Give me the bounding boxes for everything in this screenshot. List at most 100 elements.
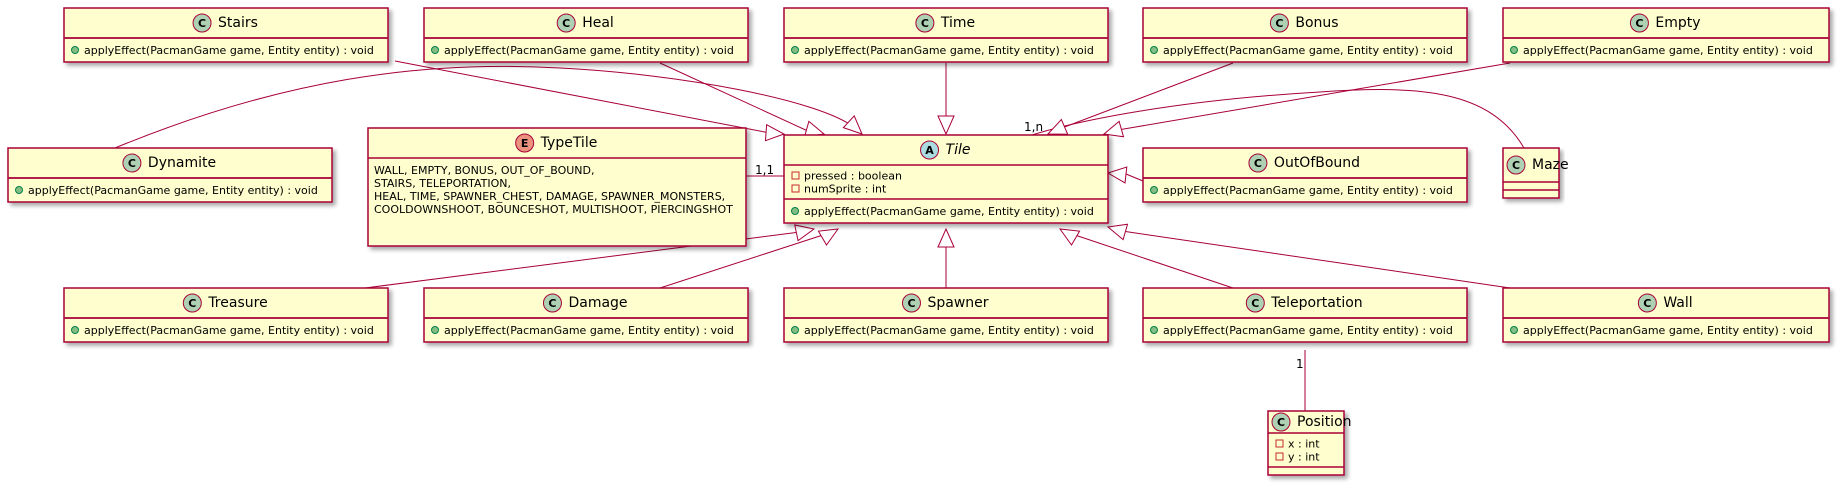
- badge-letter: C: [1254, 157, 1262, 170]
- class-box: [1502, 287, 1830, 343]
- field-text: y : int: [1288, 451, 1320, 464]
- edge-heal-tile: [659, 62, 811, 133]
- public-method-icon: [791, 207, 799, 215]
- badge-letter: C: [188, 297, 196, 310]
- arrowhead-treasure-tile: [794, 224, 816, 242]
- class-badge-icon: [1506, 155, 1526, 175]
- badge-letter: C: [1512, 159, 1520, 172]
- public-method-icon: [1150, 326, 1158, 334]
- edge-maze-tile: [1031, 89, 1525, 149]
- public-method-icon: [1150, 46, 1158, 54]
- arrowhead-time-tile: [937, 115, 955, 136]
- public-method-icon: [431, 326, 439, 334]
- class-badge-icon: [1637, 293, 1657, 313]
- class-maze[interactable]: Maze C: [1502, 147, 1569, 199]
- class-name: Time: [940, 15, 975, 31]
- arrowhead-empty-tile: [1102, 120, 1125, 138]
- enum-values-line: HEAL, TIME, SPAWNER_CHEST, DAMAGE, SPAWN…: [374, 190, 725, 203]
- edge-damage-tile: [659, 233, 827, 289]
- public-method-icon: [791, 326, 799, 334]
- public-method-icon: [1150, 186, 1158, 194]
- edge-dynamite-tile: [114, 65, 856, 149]
- class-badge-icon: [1245, 293, 1265, 313]
- enum-values-line: STAIRS, TELEPORTATION,: [374, 177, 511, 190]
- arrowhead-wall-tile: [1106, 223, 1129, 241]
- class-badge-icon: [556, 13, 576, 33]
- class-box: [783, 134, 1109, 224]
- class-box: [7, 147, 333, 203]
- class-name: Treasure: [207, 295, 267, 311]
- class-badge-icon: [122, 153, 142, 173]
- edge-bonus-tile: [1061, 62, 1234, 129]
- class-name: Heal: [582, 15, 614, 31]
- class-box: [1142, 147, 1468, 203]
- class-badge-icon: [901, 293, 921, 313]
- class-box: [783, 287, 1109, 343]
- edge-stairs-tile: [394, 60, 771, 134]
- badge-letter: C: [562, 17, 570, 30]
- class-name: Bonus: [1295, 15, 1338, 31]
- multiplicity-labels: 1,11,n1: [755, 120, 1304, 371]
- method-text: applyEffect(PacmanGame game, Entity enti…: [1163, 184, 1453, 197]
- method-text: applyEffect(PacmanGame game, Entity enti…: [804, 44, 1094, 57]
- arrowhead-teleportation-tile: [1058, 228, 1081, 246]
- method-text: applyEffect(PacmanGame game, Entity enti…: [804, 205, 1094, 218]
- badge-letter: C: [1251, 297, 1259, 310]
- method-text: applyEffect(PacmanGame game, Entity enti…: [1523, 324, 1813, 337]
- class-name: Wall: [1663, 295, 1692, 311]
- public-method-icon: [1510, 326, 1518, 334]
- arrowhead-damage-tile: [817, 228, 840, 246]
- public-method-icon: [71, 326, 79, 334]
- enum-values-line: WALL, EMPTY, BONUS, OUT_OF_BOUND,: [374, 164, 595, 177]
- arrowhead-dynamite-tile: [842, 114, 863, 135]
- private-field-icon: [1275, 452, 1284, 461]
- method-text: applyEffect(PacmanGame game, Entity enti…: [444, 324, 734, 337]
- class-name: TypeTile: [540, 135, 598, 151]
- class-name: Dynamite: [148, 155, 216, 171]
- badge-letter: C: [128, 157, 136, 170]
- field-text: numSprite : int: [804, 183, 887, 196]
- badge-letter: C: [198, 17, 206, 30]
- edge-empty-tile: [1117, 62, 1511, 131]
- arrowhead-stairs-tile: [764, 123, 786, 142]
- class-name: Maze: [1532, 157, 1569, 173]
- private-field-icon: [791, 184, 800, 193]
- class-name: Stairs: [218, 15, 258, 31]
- badge-letter: C: [907, 297, 915, 310]
- class-box: [63, 287, 389, 343]
- class-name: Empty: [1655, 15, 1700, 31]
- badge-letter: A: [925, 144, 934, 157]
- class-badge-icon: [915, 13, 935, 33]
- badge-letter: C: [1275, 17, 1283, 30]
- public-method-icon: [15, 186, 23, 194]
- field-text: x : int: [1288, 438, 1320, 451]
- arrowhead-bonus-tile: [1046, 118, 1069, 135]
- arrowhead-spawner-tile: [937, 227, 955, 248]
- edge-teleportation-tile: [1071, 233, 1234, 289]
- multiplicity-typetile-tile: 1,1: [755, 163, 774, 177]
- relationship-lines: [114, 60, 1525, 411]
- public-method-icon: [1510, 46, 1518, 54]
- method-text: applyEffect(PacmanGame game, Entity enti…: [804, 324, 1094, 337]
- class-badge-icon: [192, 13, 212, 33]
- class-box: [1142, 287, 1468, 343]
- class-name: Spawner: [927, 295, 988, 311]
- public-method-icon: [791, 46, 799, 54]
- class-box: [63, 7, 389, 63]
